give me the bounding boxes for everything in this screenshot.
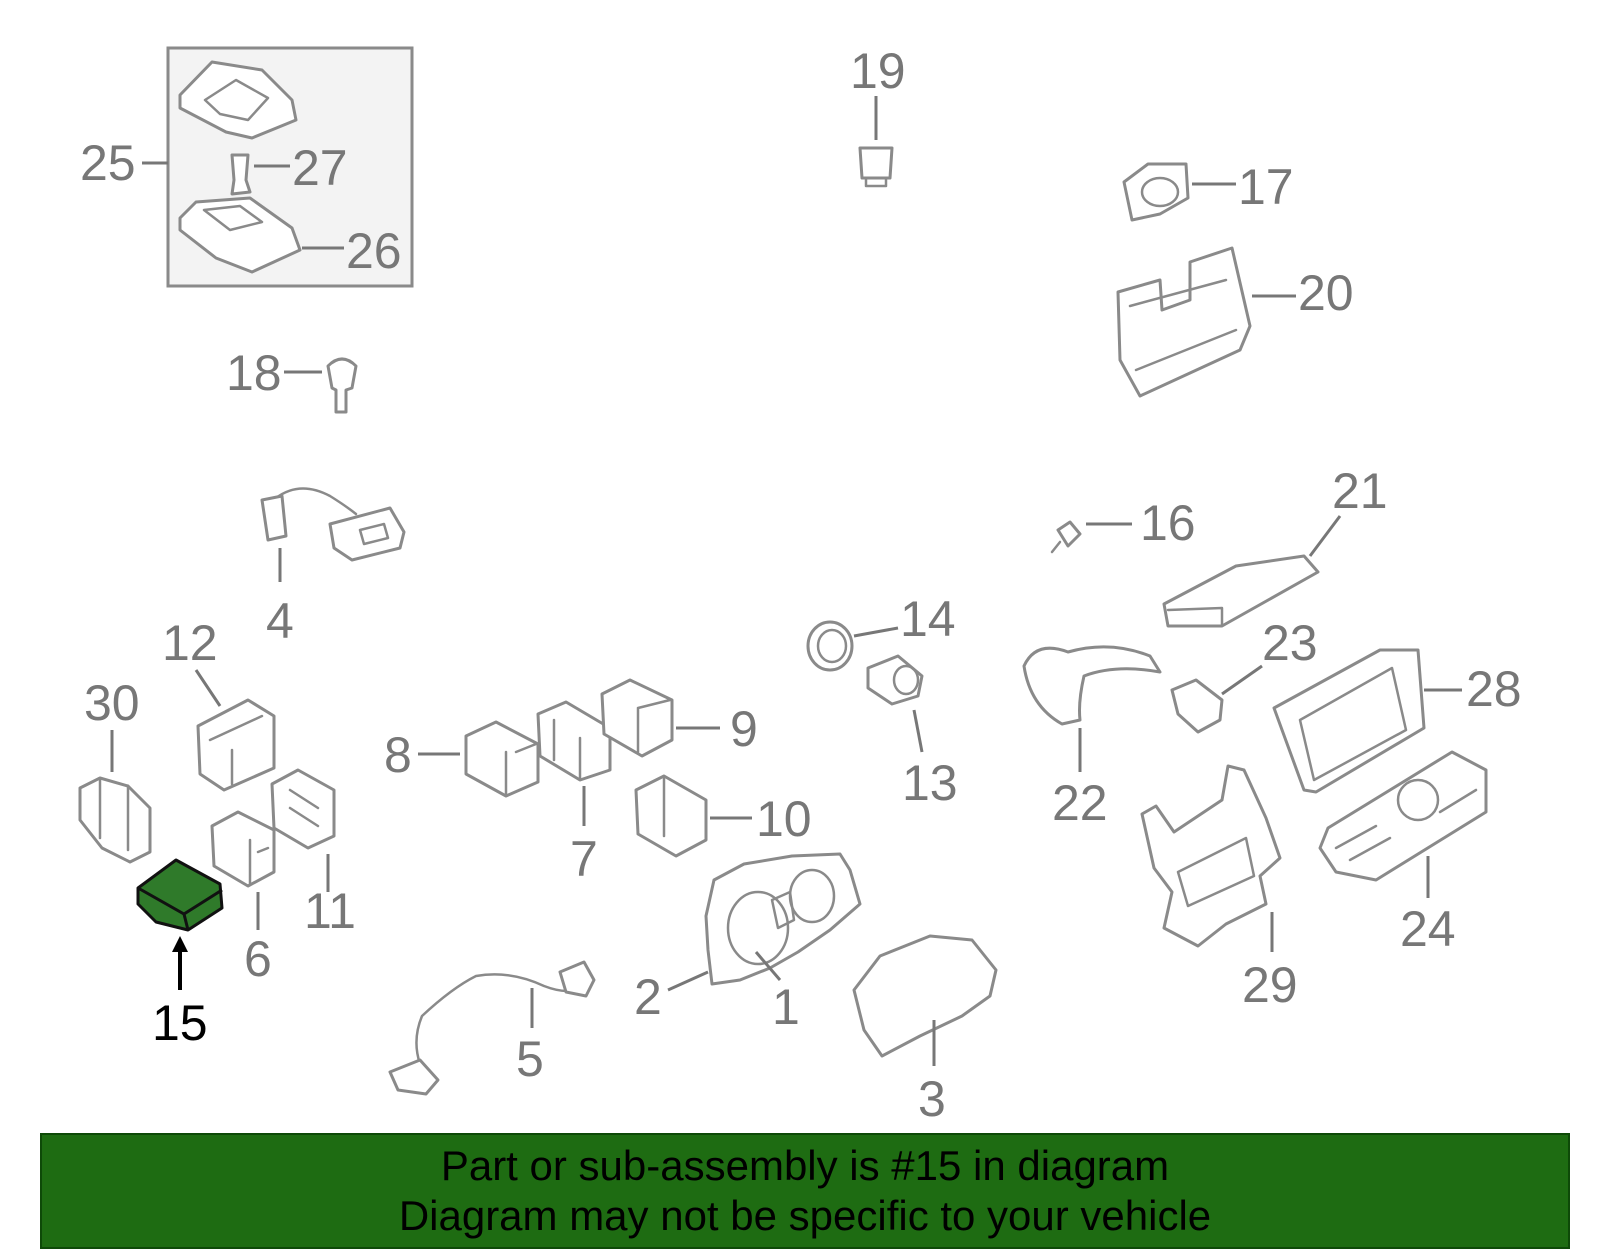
callout-1: 1 [772, 979, 800, 1035]
callout-18: 18 [226, 345, 282, 401]
callout-10: 10 [756, 791, 812, 847]
callout-5: 5 [516, 1031, 544, 1087]
callout-17: 17 [1238, 159, 1294, 215]
callout-6: 6 [244, 931, 272, 987]
leader-1 [754, 951, 782, 981]
callout-20: 20 [1298, 265, 1354, 321]
part-28-display[interactable] [1272, 648, 1426, 794]
callout-24: 24 [1400, 901, 1456, 957]
part-19-clip[interactable] [858, 146, 894, 188]
leader-2 [667, 970, 709, 992]
part-5-harness[interactable] [388, 960, 596, 1096]
part-12-switch-block[interactable] [196, 698, 276, 792]
callout-16: 16 [1140, 495, 1196, 551]
leader-21 [1308, 515, 1342, 557]
part-1-gauge[interactable] [726, 868, 836, 966]
callout-9: 9 [730, 701, 758, 757]
part-29-mounting-bracket[interactable] [1140, 764, 1282, 948]
callout-8: 8 [384, 727, 412, 783]
part-11-switch[interactable] [270, 768, 336, 850]
callout-14: 14 [900, 591, 956, 647]
leader-23 [1221, 664, 1263, 696]
callout-26: 26 [346, 223, 402, 279]
info-banner: Part or sub-assembly is #15 in diagram D… [40, 1133, 1570, 1249]
callout-3: 3 [918, 1071, 946, 1127]
callout-13: 13 [902, 755, 958, 811]
part-7-switch[interactable] [536, 700, 612, 782]
part-4-harness[interactable] [260, 487, 406, 562]
leader-14 [853, 626, 899, 638]
part-30-relay[interactable] [78, 776, 152, 864]
callout-4: 4 [266, 593, 294, 649]
callout-29: 29 [1242, 957, 1298, 1013]
part-27-bulb[interactable] [230, 153, 252, 196]
callout-7: 7 [570, 831, 598, 887]
part-22-duct[interactable] [1022, 645, 1162, 726]
part-13-switch[interactable] [866, 654, 924, 706]
callout-19: 19 [850, 43, 906, 99]
part-16-bulb[interactable] [1050, 520, 1082, 554]
part-3-cluster-lens[interactable] [852, 934, 998, 1058]
part-18-clip[interactable] [326, 357, 358, 414]
part-23-connector[interactable] [1170, 678, 1224, 734]
arrowhead-15 [172, 936, 188, 952]
part-20-bracket[interactable] [1116, 246, 1252, 398]
banner-line-2: Diagram may not be specific to your vehi… [398, 1192, 1212, 1239]
banner-line-1: Part or sub-assembly is #15 in diagram [440, 1142, 1170, 1189]
part-25-lamp-housing[interactable] [178, 60, 298, 140]
callout-27: 27 [292, 140, 348, 196]
callout-2: 2 [634, 969, 662, 1025]
callout-30: 30 [84, 675, 140, 731]
leader-12 [194, 669, 222, 707]
callout-28: 28 [1466, 661, 1522, 717]
part-9-switch[interactable] [600, 678, 674, 758]
callout-15: 15 [152, 995, 208, 1051]
part-15-module-highlighted[interactable] [136, 858, 224, 932]
callout-23: 23 [1262, 615, 1318, 671]
part-24-control-panel[interactable] [1318, 750, 1488, 882]
callout-11: 11 [304, 883, 356, 939]
part-17-sensor[interactable] [1122, 162, 1190, 222]
callout-25: 25 [80, 135, 136, 191]
part-26-lens[interactable] [178, 196, 302, 274]
callout-12: 12 [162, 615, 218, 671]
leader-13 [912, 709, 924, 753]
part-10-switch[interactable] [634, 774, 708, 858]
part-14-ring[interactable] [806, 620, 854, 672]
part-6-switch[interactable] [210, 810, 276, 888]
part-21-module[interactable] [1162, 554, 1320, 628]
callout-21: 21 [1332, 463, 1388, 519]
callout-22: 22 [1052, 775, 1108, 831]
part-8-switch[interactable] [464, 720, 540, 798]
part-2-cluster-bezel[interactable] [704, 852, 862, 986]
